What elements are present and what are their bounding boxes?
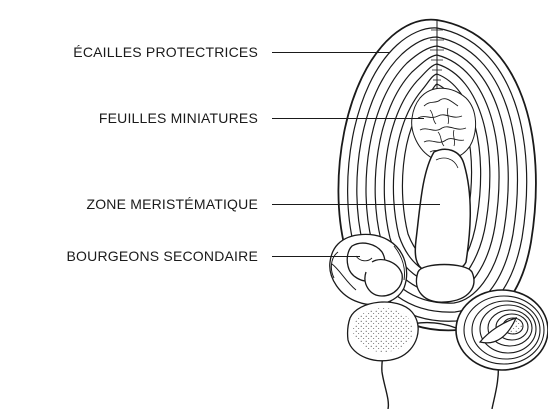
leader-line-leaves bbox=[272, 118, 424, 119]
label-secondary-buds: BOURGEONS SECONDAIRE bbox=[67, 248, 258, 264]
leader-line-meristem bbox=[272, 204, 440, 205]
leader-line-secondary-buds bbox=[272, 256, 360, 257]
label-meristematic-zone: ZONE MERISTÉMATIQUE bbox=[86, 196, 258, 212]
label-miniature-leaves: FEUILLES MINIATURES bbox=[99, 110, 258, 126]
label-protective-scales: ÉCAILLES PROTECTRICES bbox=[73, 44, 258, 60]
meristematic-zone bbox=[415, 149, 470, 273]
stippled-bud bbox=[348, 302, 419, 361]
secondary-buds bbox=[330, 234, 407, 304]
leader-line-scales bbox=[272, 52, 390, 53]
bud-cross-section bbox=[456, 290, 548, 370]
